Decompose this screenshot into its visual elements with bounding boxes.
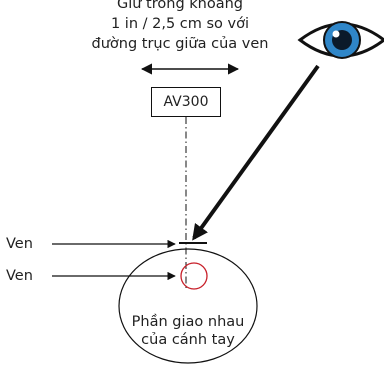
av300-device-label: AV300 [151,87,221,117]
eye-icon [297,21,384,59]
lower-vein-label: Ven [6,268,33,284]
arm-label-line-2: của cánh tay [141,332,235,348]
viewing-arrow [192,64,320,241]
arm-label-line-1: Phần giao nhau [131,314,245,330]
caption-line-3: đường trục giữa của ven [91,36,269,52]
upper-vein-label: Ven [6,236,33,252]
caption-line-1: Giữ trong khoảng [116,0,243,12]
arm-cross-section [118,248,258,364]
caption-line-2: 1 in / 2,5 cm so với [110,16,250,32]
vein-circle [180,262,208,290]
